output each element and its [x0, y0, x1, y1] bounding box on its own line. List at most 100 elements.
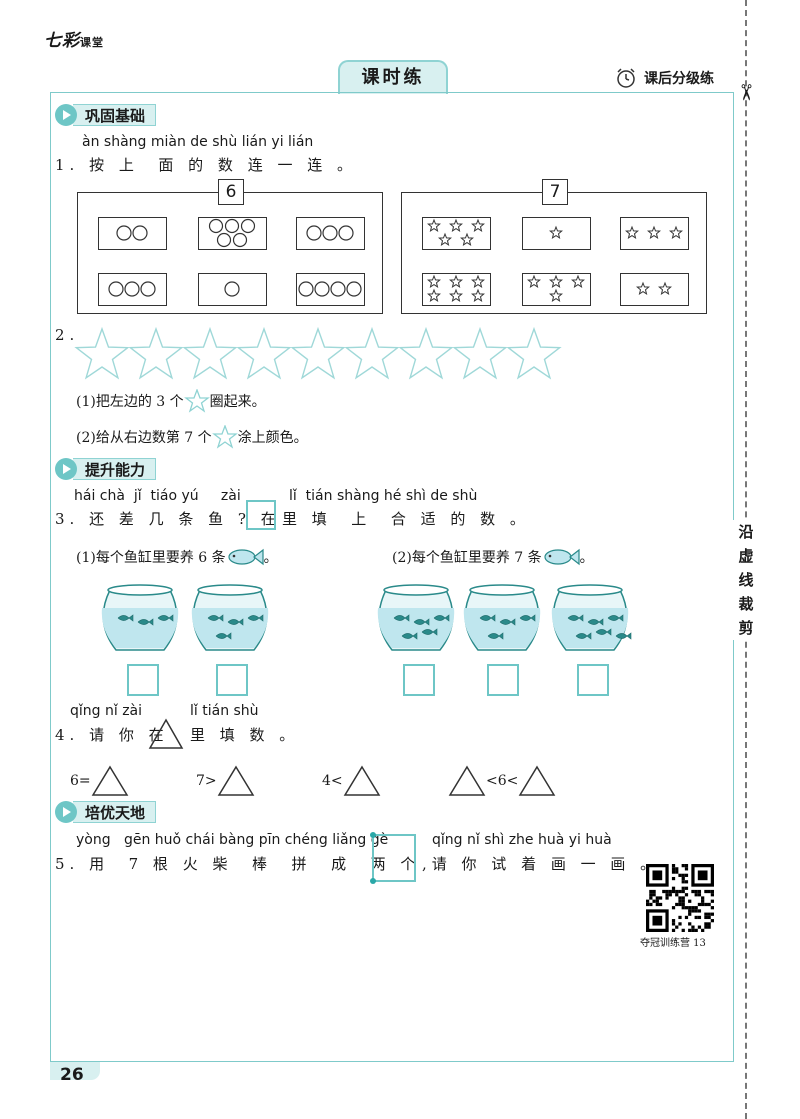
fish-icon	[228, 548, 264, 566]
q1-text: 1. 按 上 面 的 数 连 一 连 。	[55, 156, 357, 174]
fish	[157, 614, 174, 622]
answer-triangle[interactable]	[217, 765, 255, 797]
star-1[interactable]	[74, 326, 130, 380]
star-card[interactable]	[522, 217, 591, 250]
star-card[interactable]	[422, 217, 491, 250]
answer-triangle[interactable]	[91, 765, 129, 797]
q3-pinyin-b: lǐ tián shàng hé shì de shù	[289, 488, 478, 504]
star-5[interactable]	[290, 326, 346, 380]
q3-text-a: 3. 还 差 几 条 鱼 ? 在	[55, 510, 281, 528]
star-7[interactable]	[398, 326, 454, 380]
q5-pinyin-b: qǐng nǐ shì zhe huà yi huà	[432, 832, 612, 848]
fish	[117, 614, 134, 622]
q3-answer-box-5[interactable]	[577, 664, 609, 696]
circle-card[interactable]	[198, 273, 267, 306]
circle-card[interactable]	[296, 273, 365, 306]
header-right: 课后分级练	[614, 66, 714, 90]
star-4[interactable]	[236, 326, 292, 380]
circle-card[interactable]	[296, 217, 365, 250]
fish	[401, 632, 418, 640]
triangle-icon	[148, 718, 184, 749]
fish-bowl	[377, 584, 455, 651]
matchstick-square-icon	[370, 832, 416, 884]
q4-item-2: 7>	[196, 765, 255, 797]
q4-item-3: 4<	[322, 765, 381, 797]
star-outline-icon	[183, 389, 210, 413]
fish	[393, 614, 410, 622]
q5-text-b: ,请 你 试 着 画 一 画 。	[422, 855, 661, 873]
q2-sub1: (1)把左边的 3 个 圈起来。	[76, 389, 266, 413]
fish	[215, 632, 232, 640]
fish-icon	[544, 548, 580, 566]
fish-bowls	[101, 584, 632, 651]
q4-text-a: 4. 请 你 在	[55, 726, 169, 744]
section-header-advanced: 培优天地	[55, 801, 157, 823]
q4-item-4: <6<	[448, 765, 556, 797]
answer-triangle[interactable]	[448, 765, 486, 797]
q3-answer-box-2[interactable]	[216, 664, 248, 696]
circle-card[interactable]	[98, 217, 167, 250]
group-box-7: 7	[401, 179, 707, 314]
play-icon	[55, 458, 77, 480]
star-2[interactable]	[128, 326, 184, 380]
q3-sub2: (2)每个鱼缸里要养 7 条 。	[392, 547, 594, 567]
q3-text-b: 里 填 上 合 适 的 数 。	[282, 510, 530, 528]
fish	[433, 614, 450, 622]
play-icon	[55, 104, 77, 126]
alarm-clock-icon	[617, 68, 635, 88]
star-card[interactable]	[422, 273, 491, 306]
q2-star-row	[74, 326, 562, 380]
group-number-7: 7	[542, 179, 568, 205]
q3-sub1: (1)每个鱼缸里要养 6 条 。	[76, 547, 278, 567]
fish	[413, 618, 430, 626]
section-header-improve: 提升能力	[55, 458, 157, 480]
fish	[479, 614, 496, 622]
q3-answer-box-4[interactable]	[487, 664, 519, 696]
fish	[575, 632, 592, 640]
answer-triangle[interactable]	[518, 765, 556, 797]
footer-bar	[50, 1062, 100, 1080]
fish-bowl	[463, 584, 541, 651]
star-6[interactable]	[344, 326, 400, 380]
star-outline-icon	[211, 425, 238, 449]
group-box-6: 6	[77, 179, 383, 314]
q4-pinyin-a: qǐng nǐ zài	[70, 703, 143, 719]
group-number-6: 6	[218, 179, 244, 205]
q4-item-1: 6=	[70, 765, 129, 797]
q3-answer-box-3[interactable]	[403, 664, 435, 696]
star-3[interactable]	[182, 326, 238, 380]
fish	[519, 614, 536, 622]
answer-triangle[interactable]	[343, 765, 381, 797]
brand-logo: 七彩课堂	[44, 31, 104, 51]
circle-card[interactable]	[198, 217, 267, 250]
star-8[interactable]	[452, 326, 508, 380]
fish	[487, 632, 504, 640]
fish	[567, 614, 584, 622]
fish	[247, 614, 264, 622]
circle-card[interactable]	[98, 273, 167, 306]
qr-caption: 夺冠训练营 13	[640, 938, 706, 949]
fish	[615, 632, 632, 640]
fish	[587, 618, 604, 626]
star-card[interactable]	[620, 273, 689, 306]
q3-answer-box-1[interactable]	[127, 664, 159, 696]
fish	[227, 618, 244, 626]
q1-pinyin: àn shàng miàn de shù lián yi lián	[82, 134, 314, 150]
fish	[607, 614, 624, 622]
section-header-basics: 巩固基础	[55, 104, 157, 126]
q4-text-b: 里 填 数 。	[190, 726, 300, 744]
fish	[499, 618, 516, 626]
fish	[137, 618, 154, 626]
star-card[interactable]	[620, 217, 689, 250]
qr-code-icon	[646, 864, 714, 932]
header-right-label: 课后分级练	[644, 71, 714, 87]
star-9[interactable]	[506, 326, 562, 380]
cut-instruction: 沿虚线裁剪	[733, 520, 759, 640]
q5-text-a: 5. 用 7 根 火 柴 棒 拼 成 两 个	[55, 855, 421, 873]
fish	[421, 628, 438, 636]
q4-pinyin-b: lǐ tián shù	[190, 703, 259, 719]
q2-number: 2.	[55, 326, 80, 344]
fish	[595, 628, 612, 636]
star-card[interactable]	[522, 273, 591, 306]
play-icon	[55, 801, 77, 823]
